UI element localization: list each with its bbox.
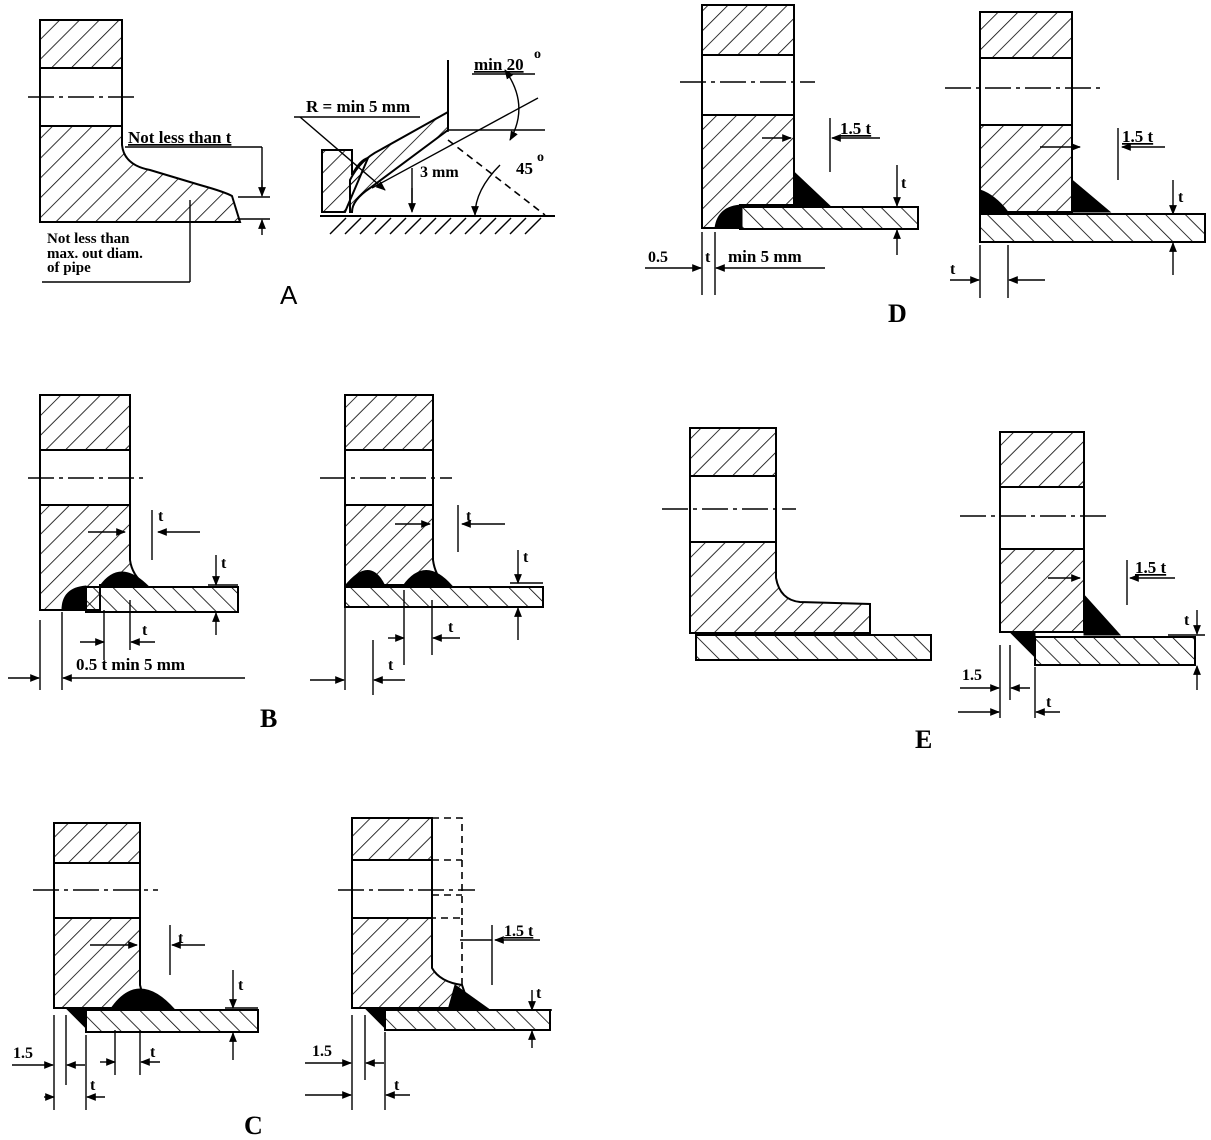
label-c1-t-right: t	[238, 977, 244, 994]
section-label-c: C	[244, 1111, 263, 1140]
detail-b2	[310, 394, 544, 695]
label-d2-t-bottom: t	[950, 261, 956, 278]
label-d1-1-5t: 1.5 t	[840, 119, 872, 138]
label-d1-min5: min 5 mm	[728, 247, 802, 266]
detail-e2	[958, 431, 1205, 718]
label-d1-0-5: 0.5	[648, 249, 668, 266]
section-label-a: A	[280, 280, 298, 310]
label-b1-t-bottom: t	[142, 622, 148, 639]
label-a-45-deg: o	[537, 150, 544, 165]
label-b1-t-right: t	[221, 555, 227, 572]
label-d2-1-5t: 1.5 t	[1122, 127, 1154, 146]
label-c2-1-5: 1.5	[312, 1043, 332, 1060]
label-a-radius: R = min 5 mm	[306, 97, 410, 116]
detail-a-flange	[28, 19, 270, 283]
label-a-not-less-t: Not less than t	[128, 128, 232, 147]
label-e2-t-bottom: t	[1046, 694, 1052, 711]
label-c1-t-bottom: t	[150, 1044, 156, 1061]
label-c1-1-5: 1.5	[13, 1045, 33, 1062]
label-a-deg: o	[534, 47, 541, 62]
section-label-d: D	[888, 299, 907, 328]
label-c1-t-top: t	[178, 930, 184, 947]
label-a-max-out-diam: max. out diam.	[47, 246, 143, 262]
label-c2-1-5t: 1.5 t	[504, 923, 534, 940]
label-d2-t-right: t	[1178, 189, 1184, 206]
label-e2-t-right: t	[1184, 612, 1190, 629]
label-d1-t-right: t	[901, 175, 907, 192]
label-b2-t-left: t	[388, 657, 394, 674]
detail-c1	[12, 822, 259, 1110]
label-a-of-pipe: of pipe	[47, 260, 91, 276]
label-b1-t-top: t	[158, 508, 164, 525]
detail-d2	[945, 11, 1206, 298]
label-e2-1-5: 1.5	[962, 667, 982, 684]
label-a-3mm: 3 mm	[420, 164, 459, 181]
label-b1-half-t: 0.5 t min 5 mm	[76, 655, 185, 674]
section-label-e: E	[915, 725, 932, 754]
detail-b1	[8, 394, 245, 690]
label-a-45: 45	[516, 159, 533, 178]
label-e2-1-5t: 1.5 t	[1135, 558, 1167, 577]
label-a-not-less-than: Not less than	[47, 231, 130, 247]
detail-e1	[662, 427, 932, 661]
detail-d1	[645, 4, 919, 295]
label-b2-t-right: t	[523, 549, 529, 566]
label-c2-t-right: t	[536, 985, 542, 1002]
label-a-min20: min 20	[474, 55, 524, 74]
label-b2-t-top: t	[466, 508, 472, 525]
section-label-b: B	[260, 704, 277, 733]
label-b2-t-bottom: t	[448, 619, 454, 636]
detail-c2	[305, 817, 552, 1110]
label-d1-t: t	[705, 249, 711, 266]
label-c2-t-bottom: t	[394, 1077, 400, 1094]
detail-a-bevel	[294, 60, 555, 235]
label-c1-t-left: t	[90, 1077, 96, 1094]
